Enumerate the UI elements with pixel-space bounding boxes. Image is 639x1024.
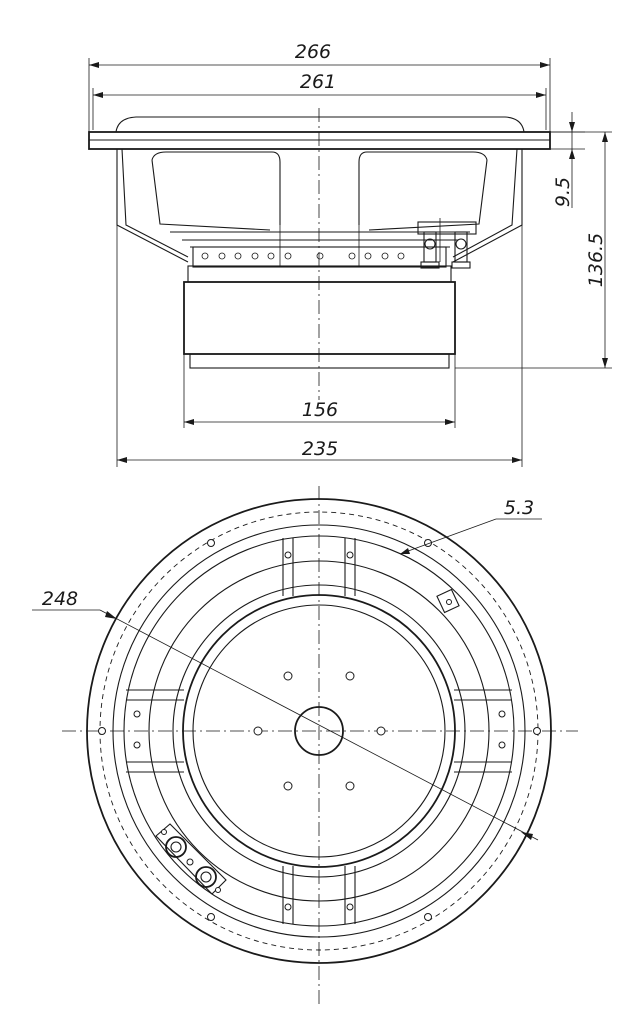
terminal-negative-icon (195, 866, 217, 888)
label-hole-diameter: 5.3 (504, 497, 534, 519)
dimension-mounting-height: 9.5 (550, 112, 585, 208)
rear-view: 248 5.3 (32, 486, 578, 1004)
dimension-magnet-diameter: 156 (183, 354, 456, 428)
label-magnet-diameter: 156 (302, 399, 338, 421)
basket-spokes (126, 538, 512, 924)
dimension-rear-width: 235 (116, 225, 523, 467)
mount-bracket (436, 588, 460, 614)
dimension-total-depth: 136.5 (455, 131, 612, 369)
outer-flange-circle (86, 498, 552, 964)
dimension-bolt-circle: 248 (32, 588, 539, 841)
inner-flange-circle (112, 524, 526, 938)
vent-ring (187, 225, 452, 283)
label-mounting-height: 9.5 (552, 177, 574, 207)
label-frame-width: 261 (300, 71, 336, 93)
spoke-holes (133, 551, 506, 911)
magnet-vent-holes (253, 671, 386, 791)
label-rear-width: 235 (302, 438, 338, 460)
side-view: 266 261 (88, 41, 612, 467)
terminal-plate (155, 823, 227, 895)
label-bolt-circle: 248 (42, 588, 78, 610)
mounting-flange (88, 116, 551, 150)
magnet (183, 281, 456, 369)
magnet-circle (182, 594, 456, 868)
dimension-frame-width: 261 (92, 71, 547, 130)
dimension-overall-width: 266 (88, 41, 551, 133)
terminal-positive-icon (165, 836, 187, 858)
flange-bolt-holes (98, 539, 541, 921)
terminal-block (417, 218, 477, 269)
label-overall-width: 266 (295, 41, 331, 63)
basket (116, 148, 523, 263)
dimension-hole-diameter: 5.3 (399, 497, 542, 555)
pole-vent (294, 706, 344, 756)
label-total-depth: 136.5 (585, 233, 607, 287)
